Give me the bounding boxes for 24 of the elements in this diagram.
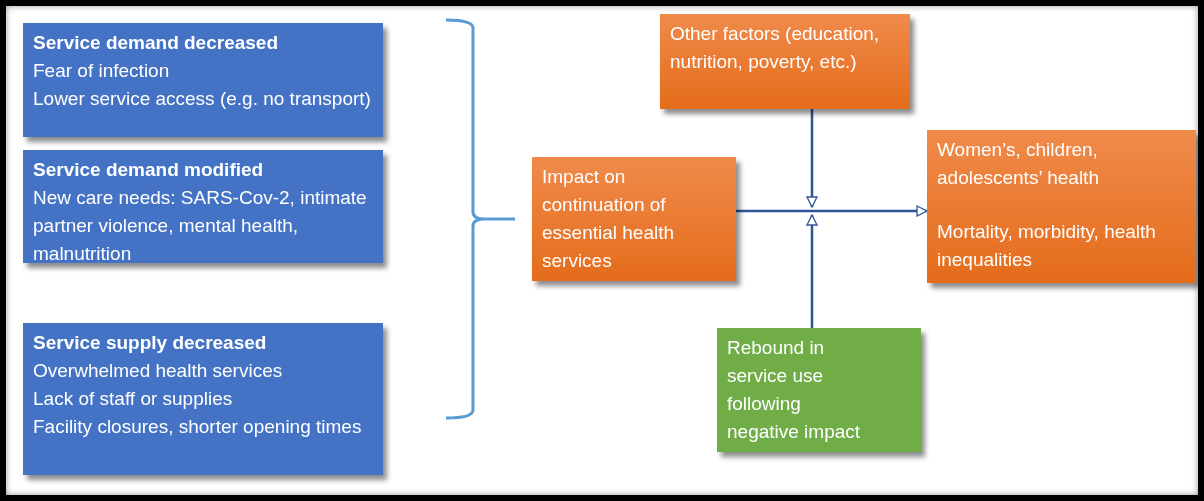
cause-box <box>23 323 383 475</box>
box-text: Other factors (education, nutrition, poverty, etc.) <box>670 22 881 74</box>
box-text: Mortality, morbidity, health inequalities <box>937 220 1157 272</box>
process-box <box>532 157 736 281</box>
process-box <box>927 130 1196 283</box>
box-text: Women’s, children, adolescents’ health <box>937 138 1100 190</box>
box-text: Rebound in service use following negative impact <box>727 336 862 444</box>
process-box <box>717 328 921 452</box>
box-text: Overwhelmed health services <box>33 359 284 383</box>
box-heading: Service supply decreased <box>33 331 268 355</box>
box-text: Impact on continuation of essential health services <box>542 165 676 273</box>
cause-box <box>23 23 383 137</box>
box-text: Lack of staff or supplies <box>33 387 234 411</box>
arrow <box>806 109 818 208</box>
box-text: Facility closures, shorter opening times <box>33 415 363 439</box>
process-box <box>660 14 910 109</box>
box-heading: Service demand modified <box>33 158 265 182</box>
box-text: New care needs: SARS-Cov-2, intimate partner violence, mental health, malnutrition <box>33 186 368 266</box>
box-heading: Service demand decreased <box>33 31 280 55</box>
arrow <box>806 214 818 328</box>
arrow <box>736 205 928 217</box>
box-text: Fear of infection <box>33 59 171 83</box>
cause-box <box>23 150 383 263</box>
box-text: Lower service access (e.g. no transport) <box>33 87 372 111</box>
